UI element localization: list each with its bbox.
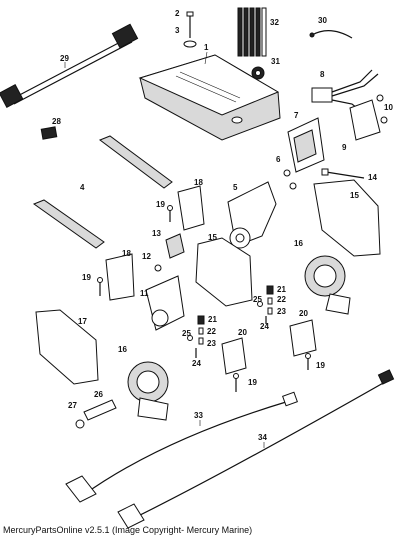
callout-19b: 19 <box>82 273 91 282</box>
part-32-strips[interactable] <box>237 7 267 57</box>
callout-20b: 20 <box>299 309 308 318</box>
callout-24b: 24 <box>192 359 201 368</box>
callout-16a: 16 <box>294 239 303 248</box>
callout-18b: 18 <box>122 249 131 258</box>
part-16-sensor-upper[interactable] <box>304 255 351 315</box>
part-8-connector[interactable] <box>311 69 379 113</box>
callout-3: 3 <box>175 26 180 35</box>
part-14-bolt[interactable] <box>321 168 365 179</box>
part-1-housing[interactable] <box>138 51 281 141</box>
part-18-bracket-upper[interactable] <box>177 185 205 231</box>
callout-18a: 18 <box>194 178 203 187</box>
callout-19c: 19 <box>248 378 257 387</box>
part-20-bracket-right[interactable] <box>289 319 317 357</box>
callout-24a: 24 <box>260 322 269 331</box>
part-34-harness[interactable] <box>117 369 395 529</box>
part-29-harness[interactable] <box>0 23 139 108</box>
callout-7: 7 <box>294 111 299 120</box>
callout-1: 1 <box>204 43 209 52</box>
callout-19d: 19 <box>316 361 325 370</box>
callout-25a: 25 <box>253 295 262 304</box>
callout-30: 30 <box>318 16 327 25</box>
part-21-spring-b[interactable] <box>197 315 205 325</box>
callout-26: 26 <box>94 390 103 399</box>
callout-22b: 22 <box>207 327 216 336</box>
callout-10: 10 <box>384 103 393 112</box>
callout-5: 5 <box>233 183 238 192</box>
callout-21a: 21 <box>277 285 286 294</box>
callout-34: 34 <box>258 433 267 442</box>
part-9-cover[interactable] <box>349 99 381 141</box>
part-15-plate-center[interactable] <box>195 237 253 307</box>
part-31-nut[interactable] <box>251 66 265 80</box>
part-19-screw-c[interactable] <box>233 373 239 393</box>
callout-6: 6 <box>276 155 281 164</box>
callout-22a: 22 <box>277 295 286 304</box>
callout-8: 8 <box>320 70 325 79</box>
part-5-bracket[interactable] <box>227 181 277 249</box>
part-25-washer-a[interactable] <box>257 301 263 307</box>
callout-32: 32 <box>270 18 279 27</box>
part-7-cover[interactable] <box>287 117 325 173</box>
callout-17: 17 <box>78 317 87 326</box>
part-6-screws[interactable] <box>283 169 297 190</box>
callout-23b: 23 <box>207 339 216 348</box>
part-27-ring[interactable] <box>75 419 85 429</box>
callout-15a: 15 <box>350 191 359 200</box>
callout-14: 14 <box>368 173 377 182</box>
part-15-plate-right[interactable] <box>313 179 381 257</box>
callout-23a: 23 <box>277 307 286 316</box>
callout-20a: 20 <box>238 328 247 337</box>
image-copyright-caption: MercuryPartsOnline v2.5.1 (Image Copyrig… <box>3 525 253 535</box>
callout-13: 13 <box>152 229 161 238</box>
part-12-screw[interactable] <box>154 264 162 272</box>
part-26-sleeve[interactable] <box>83 399 117 421</box>
part-4-rail-lower[interactable] <box>32 199 105 249</box>
part-10-screws[interactable] <box>376 94 388 124</box>
callout-4: 4 <box>80 183 85 192</box>
part-19-screw-b[interactable] <box>97 277 103 297</box>
callout-29: 29 <box>60 54 69 63</box>
callout-9: 9 <box>342 143 347 152</box>
part-4-rail-upper[interactable] <box>98 135 173 189</box>
part-25-washer-b[interactable] <box>187 335 193 341</box>
part-23-pin-a[interactable] <box>267 307 273 315</box>
part-22-pin-a[interactable] <box>267 297 273 305</box>
part-19-screw-a[interactable] <box>167 205 173 223</box>
callout-33: 33 <box>194 411 203 420</box>
callout-31: 31 <box>271 57 280 66</box>
part-21-spring-a[interactable] <box>266 285 274 295</box>
part-17-plate[interactable] <box>35 309 99 385</box>
part-16-sensor-lower[interactable] <box>127 361 169 421</box>
part-28-clip[interactable] <box>40 126 58 140</box>
part-2-screw[interactable] <box>186 11 194 38</box>
callout-11: 11 <box>140 289 149 298</box>
callout-27: 27 <box>68 401 77 410</box>
callout-2: 2 <box>175 9 180 18</box>
part-13-bushing[interactable] <box>165 233 185 259</box>
callout-19a: 19 <box>156 200 165 209</box>
callout-28: 28 <box>52 117 61 126</box>
callout-12: 12 <box>142 252 151 261</box>
part-30-cable[interactable] <box>309 30 353 39</box>
part-33-harness[interactable] <box>65 391 298 503</box>
part-22-pin-b[interactable] <box>198 327 204 335</box>
part-23-pin-b[interactable] <box>198 337 204 345</box>
callout-21b: 21 <box>208 315 217 324</box>
part-19-screw-d[interactable] <box>305 353 311 371</box>
part-20-bracket-left[interactable] <box>221 337 247 375</box>
callout-15b: 15 <box>208 233 217 242</box>
callout-25b: 25 <box>182 329 191 338</box>
part-11-bracket[interactable] <box>145 275 185 331</box>
part-18-bracket-lower[interactable] <box>105 253 135 301</box>
part-3-washer[interactable] <box>183 40 197 48</box>
callout-16b: 16 <box>118 345 127 354</box>
